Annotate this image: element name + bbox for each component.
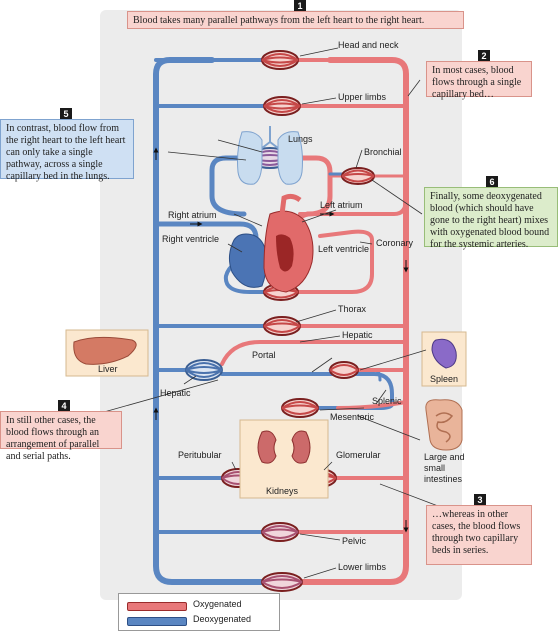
callout-1-number: 1: [294, 0, 306, 12]
label-left-atrium: Left atrium: [320, 200, 363, 210]
callout-6: Finally, some deoxygenated blood (which …: [424, 187, 558, 250]
callout-4: In still other cases, the blood flows th…: [0, 411, 122, 462]
legend-label-deoxygenated: Deoxygenated: [193, 614, 252, 624]
callout-3: …whereas in other cases, the blood flows…: [426, 505, 532, 565]
lungs-icon: [237, 126, 303, 185]
capillary-bed-upper-limbs: [263, 96, 301, 116]
legend-swatch-deoxygenated: [127, 617, 187, 626]
intestines-icon: [425, 399, 463, 451]
label-intestines: Large and small intestines: [424, 452, 465, 484]
label-hepatic-artery: Hepatic: [342, 330, 373, 340]
label-spleen: Spleen: [430, 374, 458, 384]
label-hepatic-bed: Hepatic: [160, 388, 191, 398]
callout-5: In contrast, blood flow from the right h…: [0, 119, 134, 182]
vessels: [153, 57, 409, 585]
liver-icon: [73, 336, 137, 365]
label-thorax: Thorax: [338, 304, 367, 314]
heart-icon: [228, 193, 314, 293]
liver-panel: [65, 329, 149, 377]
spleen-panel: [421, 331, 467, 387]
callout-1: Blood takes many parallel pathways from …: [127, 11, 464, 29]
capillary-bed-head-neck: [261, 50, 299, 70]
kidneys-icon: [257, 430, 277, 464]
label-mesenteric: Mesenteric: [330, 412, 375, 422]
capillary-bed-thorax: [263, 316, 301, 336]
callout-2: In most cases, blood flows through a sin…: [426, 61, 532, 100]
label-upper-limbs: Upper limbs: [338, 92, 387, 102]
label-coronary: Coronary: [376, 238, 414, 248]
legend-label-oxygenated: Oxygenated: [193, 599, 242, 609]
legend-swatch-oxygenated: [127, 602, 187, 611]
label-kidneys: Kidneys: [266, 486, 299, 496]
capillary-bed-hepatic: [185, 359, 223, 381]
label-right-ventricle: Right ventricle: [162, 234, 219, 244]
label-left-ventricle-1: Left ventricle: [318, 244, 369, 254]
capillary-bed-bronchial: [341, 167, 375, 185]
label-bronchial: Bronchial: [364, 147, 402, 157]
label-lower-limbs: Lower limbs: [338, 562, 387, 572]
label-glomerular: Glomerular: [336, 450, 381, 460]
spleen-icon: [431, 338, 457, 369]
capillary-bed-pelvic: [261, 522, 299, 542]
legend-row-oxygenated: Oxygenated: [127, 599, 277, 611]
kidneys-panel: [239, 419, 329, 499]
callout-5-number: 5: [60, 108, 72, 120]
background-panel: [100, 10, 462, 600]
callout-3-number: 3: [474, 494, 486, 506]
flow-arrows: [153, 147, 409, 533]
capillary-bed-lower-limbs: [261, 572, 303, 592]
label-liver: Liver: [98, 364, 118, 374]
label-peritubular: Peritubular: [178, 450, 222, 460]
capillary-bed-spleen: [329, 361, 359, 379]
label-right-atrium: Right atrium: [168, 210, 217, 220]
legend: Oxygenated Deoxygenated: [118, 593, 280, 631]
callout-2-number: 2: [478, 50, 490, 62]
aorta-right-trunk: [299, 57, 409, 585]
callout-6-number: 6: [486, 176, 498, 188]
label-lungs: Lungs: [288, 134, 313, 144]
legend-row-deoxygenated: Deoxygenated: [127, 614, 277, 626]
label-head-neck: Head and neck: [338, 40, 399, 50]
capillary-bed-mesenteric: [281, 398, 319, 418]
callout-4-number: 4: [58, 400, 70, 412]
label-splenic: Splenic: [372, 396, 402, 406]
leader-lines: [103, 8, 439, 579]
label-pelvic: Pelvic: [342, 536, 367, 546]
label-portal: Portal: [252, 350, 276, 360]
